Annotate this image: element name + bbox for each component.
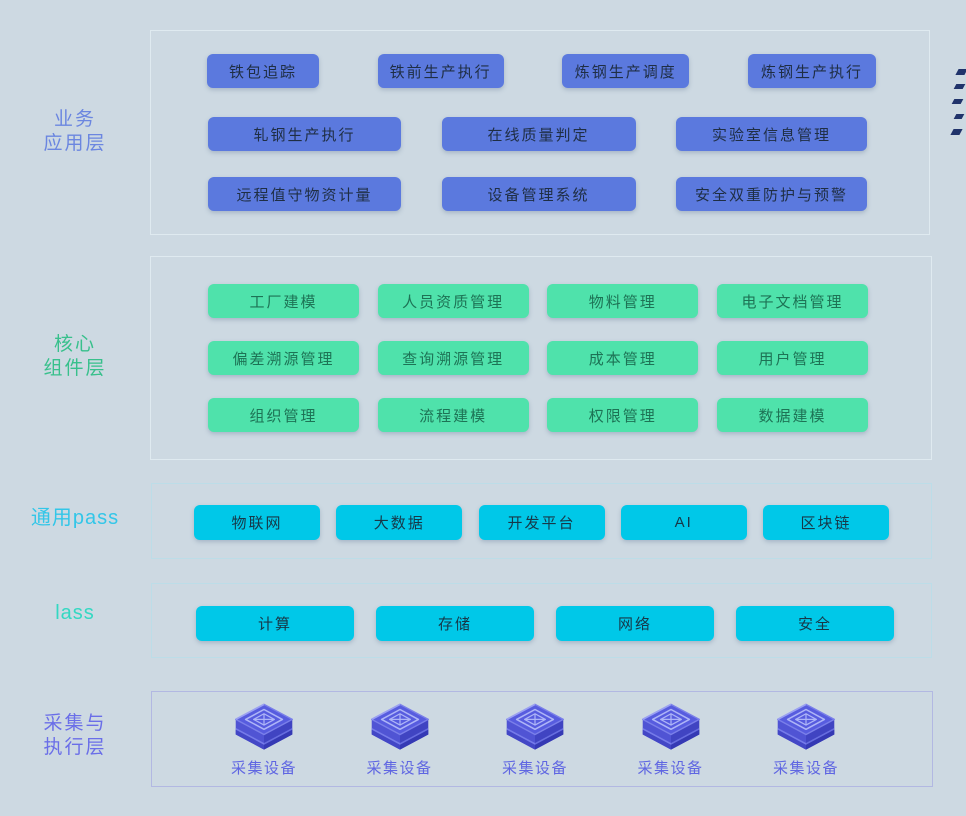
device-cube-icon (231, 698, 297, 754)
paas-button[interactable]: AI (620, 505, 747, 540)
device-layer-label-line2: 执行层 (43, 737, 107, 758)
device-row: 采集设备 (152, 698, 932, 778)
dash-decoration (951, 99, 964, 104)
button-row: 计算 存储 网络 安全 (152, 606, 931, 641)
button-row: 物联网 大数据 开发平台 AI 区块链 (152, 505, 931, 540)
core-component-button[interactable]: 流程建模 (377, 398, 529, 432)
business-layer-label-line1: 业务 (53, 109, 96, 130)
paas-layer-label: 通用pass (30, 507, 120, 529)
paas-button[interactable]: 大数据 (336, 505, 463, 540)
business-app-button[interactable]: 铁包追踪 (207, 54, 319, 88)
business-app-button[interactable]: 炼钢生产调度 (562, 54, 690, 88)
device-item: 采集设备 (616, 698, 726, 778)
business-app-button[interactable]: 轧钢生产执行 (208, 117, 401, 151)
device-layer-label-line1: 采集与 (43, 713, 107, 734)
device-label: 采集设备 (637, 760, 704, 777)
button-row: 铁包追踪 铁前生产执行 炼钢生产调度 炼钢生产执行 (151, 54, 929, 88)
device-label: 采集设备 (230, 760, 297, 777)
business-layer-label: 业务 应用层 (0, 108, 150, 156)
iaas-button[interactable]: 计算 (196, 606, 354, 641)
device-label: 采集设备 (366, 760, 433, 777)
core-component-button[interactable]: 数据建模 (716, 398, 868, 432)
device-item: 采集设备 (751, 698, 861, 778)
device-cube-icon (773, 698, 839, 754)
business-app-button[interactable]: 炼钢生产执行 (747, 54, 876, 88)
button-row: 轧钢生产执行 在线质量判定 实验室信息管理 (151, 117, 929, 151)
device-cube-icon (502, 698, 568, 754)
device-cube-icon (638, 698, 704, 754)
device-item: 采集设备 (345, 698, 455, 778)
dash-decoration (955, 69, 966, 75)
device-layer-label: 采集与 执行层 (0, 712, 150, 760)
business-app-button[interactable]: 远程值守物资计量 (208, 177, 401, 211)
paas-button[interactable]: 物联网 (194, 505, 320, 540)
core-layer-label-line1: 核心 (53, 334, 96, 355)
business-layer-label-line2: 应用层 (43, 133, 107, 154)
core-component-button[interactable]: 查询溯源管理 (377, 341, 529, 375)
paas-button[interactable]: 区块链 (763, 505, 889, 540)
device-panel: 采集设备 (151, 691, 933, 787)
button-row: 组织管理 流程建模 权限管理 数据建模 (151, 398, 931, 432)
core-component-button[interactable]: 权限管理 (547, 398, 699, 432)
core-layer-label-line2: 组件层 (43, 358, 107, 379)
core-component-panel: 工厂建模 人员资质管理 物料管理 电子文档管理 偏差溯源管理 查询溯源管理 成本… (150, 256, 932, 460)
core-component-button[interactable]: 偏差溯源管理 (208, 341, 359, 375)
core-layer-label: 核心 组件层 (0, 333, 150, 381)
business-app-button[interactable]: 实验室信息管理 (676, 117, 867, 151)
paas-button[interactable]: 开发平台 (478, 505, 605, 540)
core-component-button[interactable]: 工厂建模 (208, 284, 359, 318)
iaas-button[interactable]: 存储 (376, 606, 534, 641)
iaas-layer-label: lass (55, 602, 95, 624)
device-label: 采集设备 (772, 760, 839, 777)
business-application-panel: 铁包追踪 铁前生产执行 炼钢生产调度 炼钢生产执行 轧钢生产执行 在线质量判定 … (150, 30, 930, 235)
button-row: 工厂建模 人员资质管理 物料管理 电子文档管理 (151, 284, 931, 318)
iaas-panel: 计算 存储 网络 安全 (151, 583, 932, 658)
device-cube-icon (367, 698, 433, 754)
dash-decoration (950, 129, 963, 135)
iaas-button[interactable]: 网络 (556, 606, 714, 641)
paas-panel: 物联网 大数据 开发平台 AI 区块链 (151, 483, 932, 559)
button-row: 远程值守物资计量 设备管理系统 安全双重防护与预警 (151, 177, 929, 211)
business-app-button[interactable]: 在线质量判定 (441, 117, 636, 151)
button-row: 偏差溯源管理 查询溯源管理 成本管理 用户管理 (151, 341, 931, 375)
dash-decoration (953, 114, 965, 119)
device-item: 采集设备 (209, 698, 319, 778)
core-component-button[interactable]: 成本管理 (547, 341, 699, 375)
core-component-button[interactable]: 组织管理 (208, 398, 359, 432)
device-item: 采集设备 (480, 698, 590, 778)
device-label: 采集设备 (501, 760, 568, 777)
business-app-button[interactable]: 铁前生产执行 (377, 54, 504, 88)
business-app-button[interactable]: 安全双重防护与预警 (676, 177, 867, 211)
core-component-button[interactable]: 电子文档管理 (716, 284, 868, 318)
core-component-button[interactable]: 用户管理 (716, 341, 868, 375)
iaas-button[interactable]: 安全 (736, 606, 894, 641)
core-component-button[interactable]: 物料管理 (547, 284, 699, 318)
business-app-button[interactable]: 设备管理系统 (441, 177, 636, 211)
core-component-button[interactable]: 人员资质管理 (377, 284, 529, 318)
dash-decoration (953, 84, 966, 89)
